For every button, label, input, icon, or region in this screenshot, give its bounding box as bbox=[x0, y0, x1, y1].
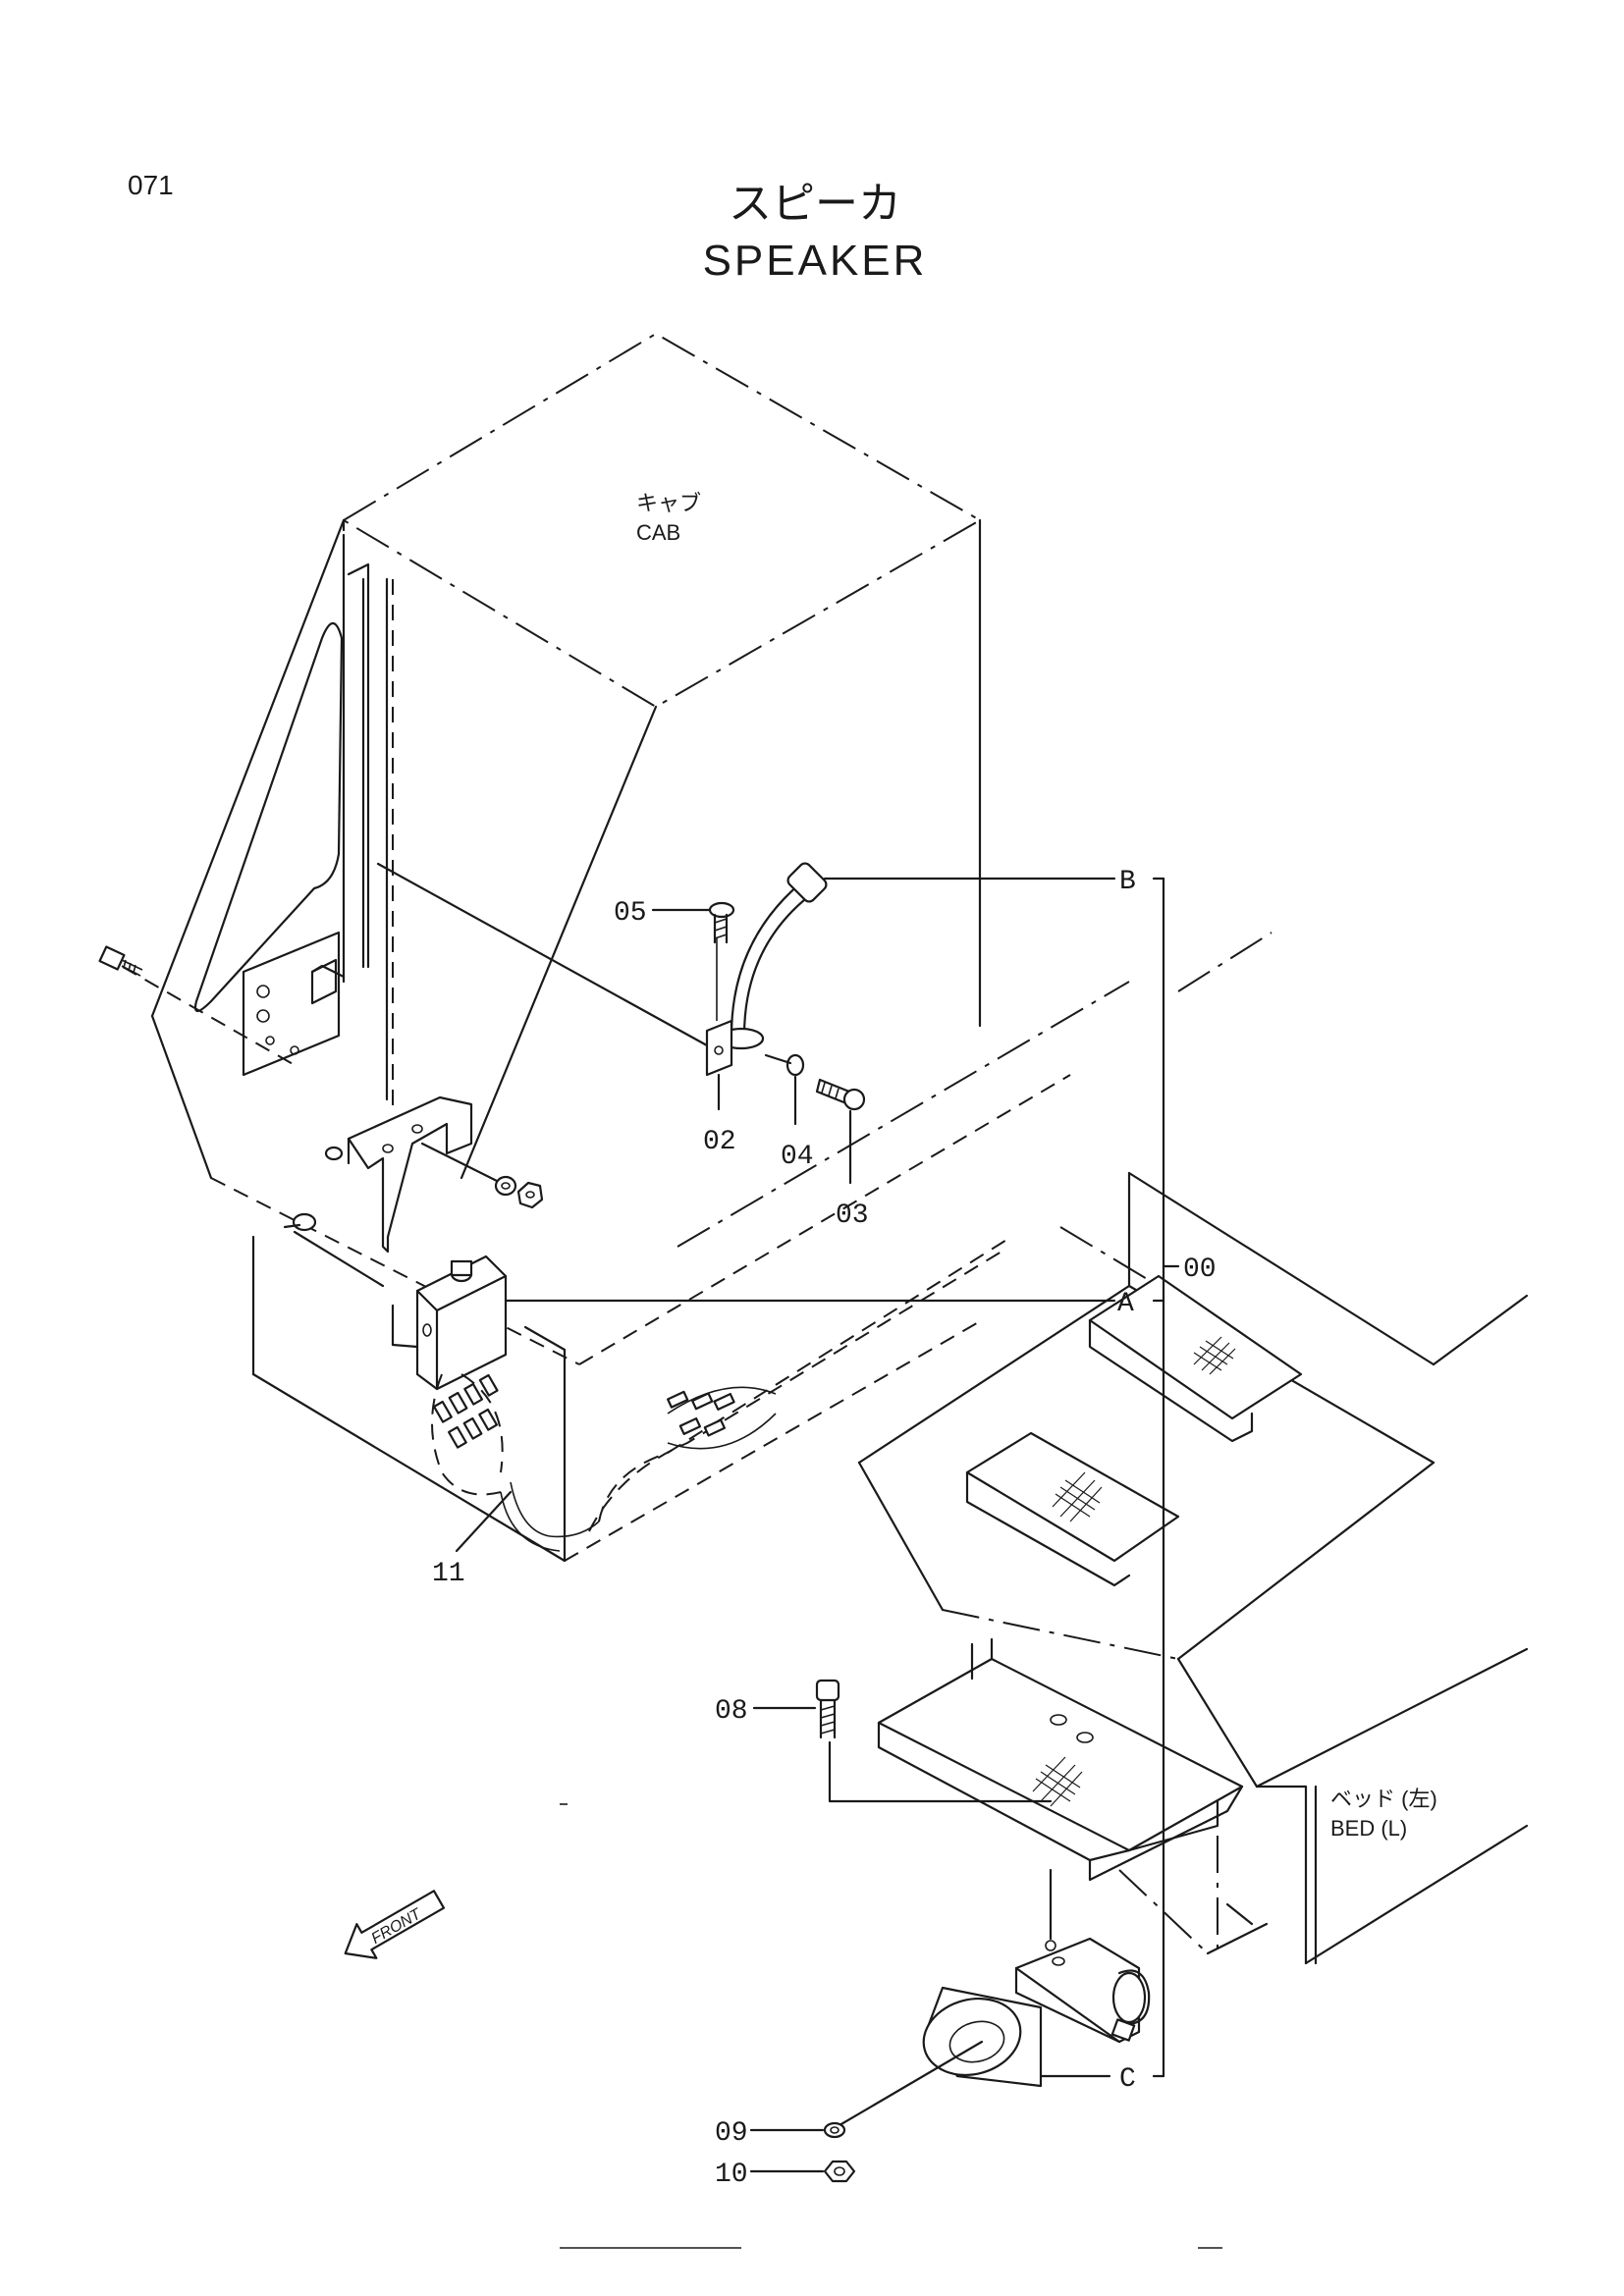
screw-left bbox=[283, 1212, 317, 1232]
callout-04: 04 bbox=[781, 1142, 814, 1172]
nut-10 bbox=[823, 2160, 856, 2183]
speaker-bracket bbox=[347, 1095, 473, 1254]
screw-03 bbox=[815, 1078, 866, 1111]
page-number: 071 bbox=[128, 170, 174, 200]
washer-09 bbox=[823, 2121, 846, 2139]
mounting-bolt bbox=[98, 945, 143, 977]
mount-line-bolt bbox=[122, 966, 296, 1066]
wire-harness bbox=[431, 1236, 1012, 1552]
reference-bracket bbox=[1039, 877, 1180, 2078]
bed-label-en: BED (L) bbox=[1330, 1816, 1407, 1841]
vent-mesh-top bbox=[1193, 1336, 1236, 1375]
screw-05 bbox=[708, 901, 735, 944]
callout-11: 11 bbox=[432, 1559, 465, 1589]
vent-mesh-bracket bbox=[1032, 1756, 1083, 1807]
front-arrow: FRONT bbox=[344, 1890, 446, 1959]
bed-outline bbox=[857, 1171, 1529, 1965]
callout-05: 05 bbox=[614, 898, 647, 929]
callout-03: 03 bbox=[836, 1201, 869, 1231]
vent-mesh-middle bbox=[1052, 1471, 1103, 1522]
title-english: SPEAKER bbox=[703, 237, 928, 285]
callout-08: 08 bbox=[715, 1696, 748, 1727]
title-japanese: スピーカ bbox=[729, 180, 901, 228]
cab-label-en: CAB bbox=[636, 520, 680, 545]
wall-plate bbox=[242, 931, 346, 1077]
callout-09: 09 bbox=[715, 2118, 748, 2149]
speaker-unit bbox=[415, 1255, 508, 1391]
nut-right bbox=[516, 1181, 544, 1209]
callout-10: 10 bbox=[715, 2160, 748, 2190]
mount-line-nut bbox=[420, 1142, 503, 1185]
bolt-08 bbox=[815, 1679, 840, 1739]
horn-speaker bbox=[922, 1868, 1151, 2088]
microphone-assembly bbox=[705, 862, 1116, 1077]
bed-label-jp: ベッド (左) bbox=[1330, 1787, 1437, 1811]
washer-right bbox=[494, 1175, 517, 1197]
ref-b: B bbox=[1119, 867, 1136, 897]
callout-02: 02 bbox=[703, 1127, 736, 1157]
leader-11 bbox=[455, 1490, 513, 1553]
washer-04 bbox=[785, 1053, 805, 1077]
ref-a: A bbox=[1117, 1289, 1134, 1319]
callout-00: 00 bbox=[1183, 1255, 1217, 1285]
cab-outline bbox=[150, 332, 1272, 1563]
ref-c: C bbox=[1119, 2064, 1136, 2095]
cab-label-jp: キャブ bbox=[636, 491, 701, 515]
